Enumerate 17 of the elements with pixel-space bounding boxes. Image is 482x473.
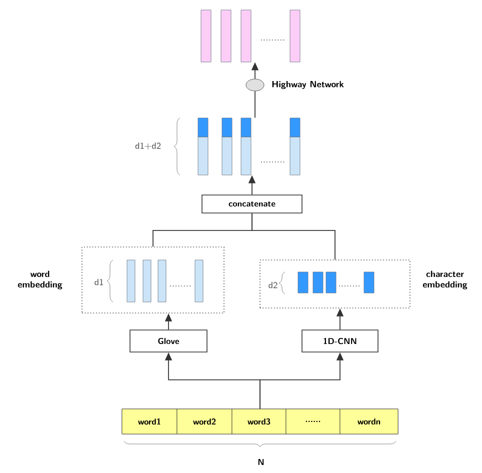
dimension-label: d2 (268, 282, 278, 288)
dimension-label: d1 (94, 278, 104, 286)
box-heading: character embedding (422, 270, 468, 290)
box-heading: word embedding (18, 270, 62, 290)
vector-bars-drawing (200, 10, 300, 62)
vector-bars-drawing (198, 118, 300, 176)
word-cell: ...... (286, 408, 340, 434)
word-cell: word1 (122, 408, 178, 434)
process-box: concatenate (202, 194, 302, 214)
dimension-label: N (258, 459, 264, 465)
side-label: Highway Network (272, 80, 344, 90)
word-cell: word3 (232, 408, 286, 434)
process-box: 1D-CNN (302, 330, 378, 352)
process-box: Glove (130, 330, 208, 352)
word-cell: wordn (340, 408, 398, 434)
dimension-label: d1+d2 (135, 142, 161, 150)
word-cell: word2 (176, 408, 232, 434)
